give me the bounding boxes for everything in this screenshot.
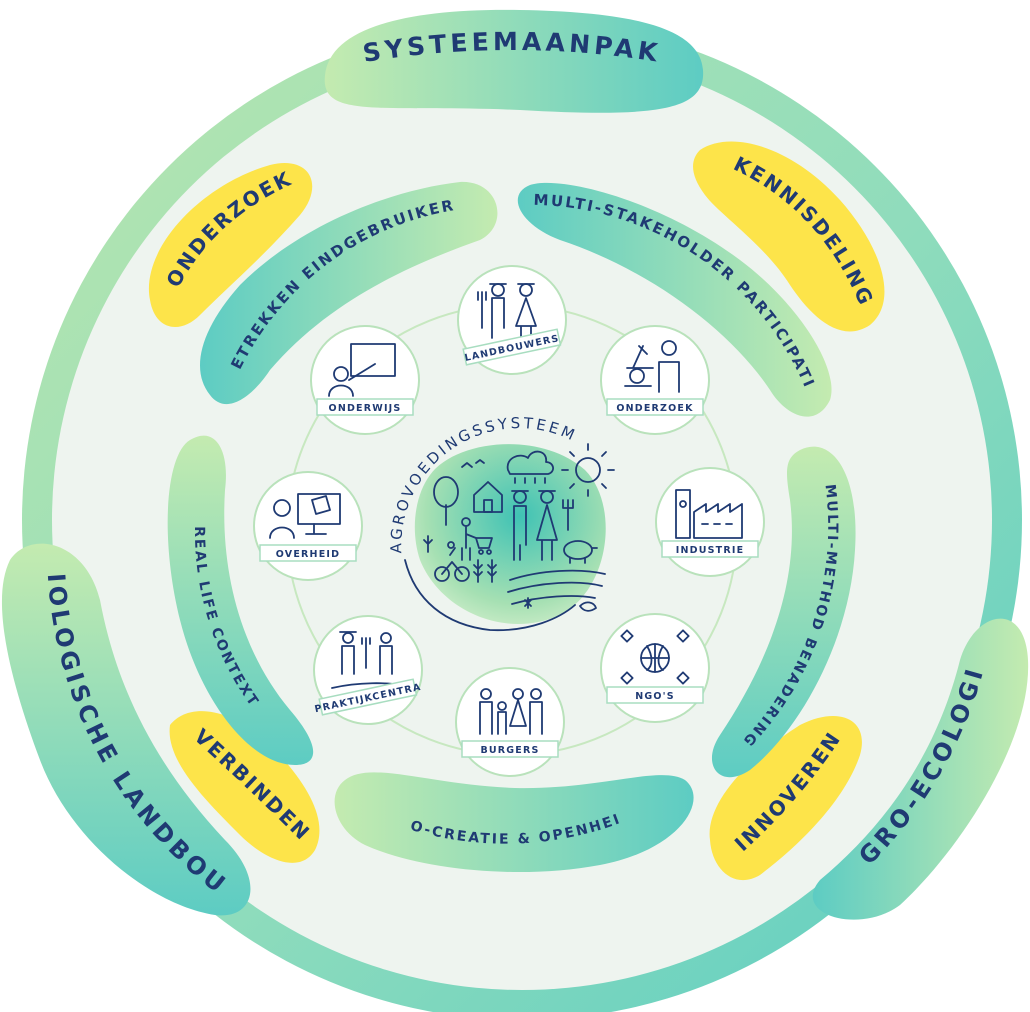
stakeholder-circle <box>310 325 420 435</box>
insect-icon <box>524 597 532 609</box>
onderwijs-icon <box>328 343 396 397</box>
industrie-icon <box>675 489 743 539</box>
stakeholder-label-band <box>606 398 704 416</box>
tree-icon <box>433 476 459 526</box>
stakeholder-label: ONDERWIJS <box>329 403 402 414</box>
stakeholder-ngos: NGO'S <box>600 613 710 723</box>
stakeholder-circle <box>253 471 363 581</box>
cyclist-icon <box>434 541 470 582</box>
rain-cloud-icon <box>506 450 554 484</box>
burgers-icon <box>479 688 543 735</box>
stakeholder-label-band <box>316 398 414 416</box>
ngos-icon <box>620 629 690 685</box>
fields-icon <box>507 569 606 605</box>
fish-icon <box>579 601 597 612</box>
stakeholder-label: OVERHEID <box>276 549 340 560</box>
overheid-icon <box>269 493 341 539</box>
farmers-icon <box>511 490 574 561</box>
stakeholder-onderzoek: ONDERZOEK <box>600 325 710 435</box>
stakeholder-label-band <box>259 544 357 562</box>
stakeholder-circle <box>600 325 710 435</box>
stakeholder-landbouwers: LANDBOUWERS <box>457 265 567 375</box>
stakeholder-label: INDUSTRIE <box>676 545 745 556</box>
stakeholder-label: NGO'S <box>635 691 675 702</box>
stakeholder-label-band <box>461 740 559 758</box>
stakeholder-overheid: OVERHEID <box>253 471 363 581</box>
stakeholder-group: LANDBOUWERS ONDERZOEK INDUSTRIE NGO'S BURGER… <box>253 265 765 777</box>
stakeholder-burgers: BURGERS <box>455 667 565 777</box>
outer-blob-top: SYSTEEMAANPAK <box>324 9 704 113</box>
pig-icon <box>563 540 598 564</box>
stakeholder-onderwijs: ONDERWIJS <box>310 325 420 435</box>
stakeholder-circle <box>655 467 765 577</box>
birds-icon <box>461 459 485 468</box>
shopper-icon <box>461 517 493 561</box>
stakeholder-label-band <box>462 328 562 366</box>
stakeholder-industrie: INDUSTRIE <box>655 467 765 577</box>
stakeholder-label-band <box>661 540 759 558</box>
wheat-icon <box>423 535 497 583</box>
onderzoek-icon <box>624 340 680 393</box>
stakeholder-label: ONDERZOEK <box>616 403 693 414</box>
house-icon <box>473 481 503 513</box>
center-wavy-line <box>404 559 576 632</box>
sun-icon <box>561 443 615 497</box>
stakeholder-praktijkcentra: PRAKTIJKCENTRA <box>313 615 423 725</box>
stakeholder-label-band <box>318 678 418 716</box>
stakeholder-label: BURGERS <box>480 745 539 756</box>
stakeholder-label-band <box>606 686 704 704</box>
stakeholder-circle <box>455 667 565 777</box>
